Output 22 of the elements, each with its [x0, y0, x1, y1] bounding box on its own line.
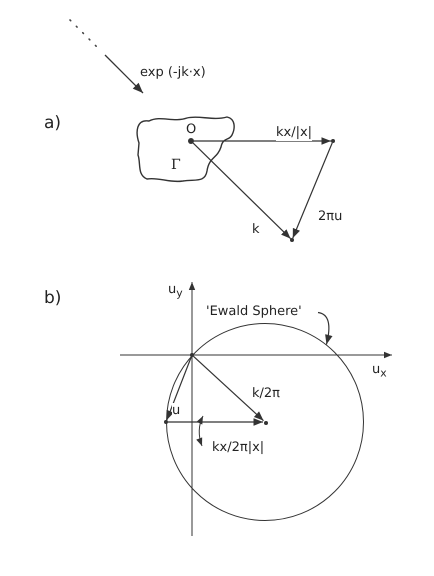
- vector-arrow: [292, 142, 333, 238]
- panel-label: a): [44, 113, 62, 133]
- vector-point: [331, 139, 335, 143]
- wave-label: exp (-jk·x): [140, 65, 206, 81]
- edge-label: kx/|x|: [276, 125, 312, 141]
- vector-point: [264, 421, 268, 425]
- leader-line: [318, 312, 332, 345]
- callout-text: 'Ewald Sphere': [206, 304, 302, 320]
- vector-arrow: [192, 142, 291, 240]
- region-label: Γ: [171, 157, 181, 173]
- vector-arrow: [166, 356, 192, 420]
- edge-label: kx/2π|x|: [212, 440, 264, 456]
- node-label: O: [186, 122, 196, 137]
- vector-point: [164, 420, 168, 424]
- vector-arrow: [194, 137, 331, 145]
- vector-arrow: [168, 418, 263, 426]
- origin-point: O: [185, 123, 197, 145]
- axis-label: u$_{x}$: [372, 362, 387, 382]
- vector-arrow: [193, 356, 264, 422]
- axis-label: u$_{y}$: [168, 282, 183, 302]
- panel-label: b): [44, 288, 62, 308]
- vector-point: [290, 238, 294, 242]
